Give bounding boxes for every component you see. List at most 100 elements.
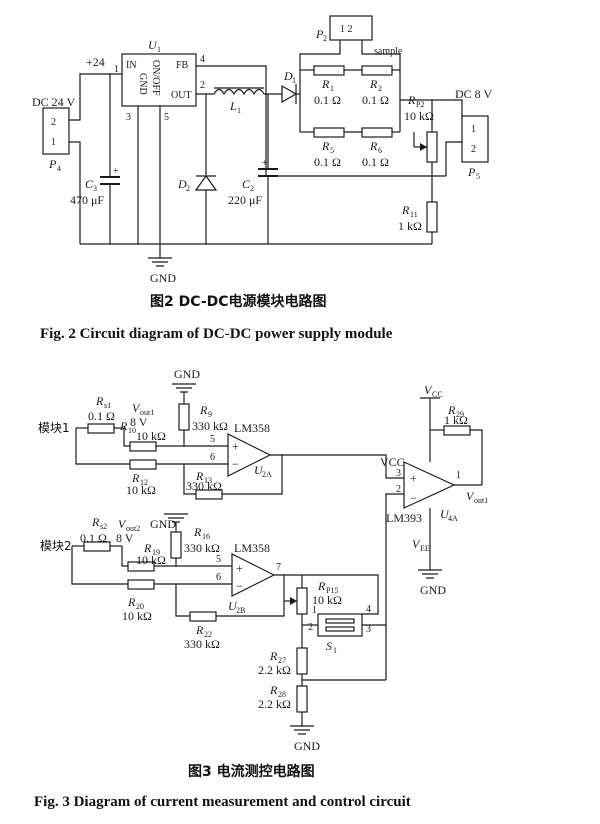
resistor-r29	[443, 425, 471, 436]
opamp-u2a	[227, 433, 272, 477]
resistor-r28	[296, 685, 308, 713]
s1-label: S	[326, 639, 332, 653]
vee-sub: EE	[420, 544, 430, 553]
rs1-label: R	[95, 394, 104, 408]
rs1-sub: s1	[104, 401, 111, 410]
r12-sub: 12	[140, 478, 148, 487]
sample-label: sample	[374, 46, 403, 57]
r22-label: R	[195, 623, 204, 637]
gnd-mid-label: GND	[150, 517, 176, 531]
lm358a-label: LM358	[234, 421, 270, 435]
rs2-value: 0.1 Ω	[80, 531, 107, 545]
gnd-bot-label: GND	[294, 739, 320, 753]
r10-sub: 10	[128, 426, 136, 435]
u2b-pin5: 5	[216, 554, 221, 565]
wire-cmp-in2	[385, 493, 404, 680]
wire-p2-2	[361, 40, 401, 70]
gnd-top-label: GND	[174, 367, 200, 381]
u2b-label: U	[228, 599, 238, 613]
l1-label: L	[229, 99, 237, 113]
p4-sub: 4	[57, 164, 61, 173]
wire-module1-low	[75, 428, 130, 465]
potentiometer-rp15	[296, 587, 308, 615]
vout2-value: 8 V	[116, 531, 134, 545]
u4a-plus: +	[410, 471, 417, 485]
vout1-label: V	[132, 401, 141, 415]
u1-onoff-label: ON/OFF	[150, 60, 161, 96]
wire-24v	[69, 73, 122, 121]
u1-gnd-label: GND	[137, 73, 148, 95]
u1-pin1: 1	[114, 64, 119, 75]
wire-to-r10	[123, 428, 130, 447]
u1-out-label: OUT	[171, 90, 192, 101]
u2a-plus: +	[232, 439, 239, 453]
p5-label: P	[467, 165, 476, 179]
r1-sub: 1	[330, 84, 334, 93]
dc8-label: DC 8 V	[455, 87, 492, 101]
u4a-minus: −	[410, 491, 417, 505]
dc24-label: DC 24 V	[32, 95, 75, 109]
p4-pin1-label: 1	[51, 137, 56, 148]
u4a-pin2: 2	[396, 484, 401, 495]
module2-label: 模块2	[40, 539, 72, 553]
wire-fb-feedback	[265, 92, 446, 177]
rp15-label: R	[317, 579, 326, 593]
u2a-label: U	[254, 463, 264, 477]
rs2-label: R	[91, 515, 100, 529]
r5-value: 0.1 Ω	[314, 155, 341, 169]
r11-sub: 11	[410, 210, 418, 219]
u1-pin4: 4	[200, 54, 205, 65]
resistor-r11	[426, 201, 438, 233]
rp2-wiper-arrow	[420, 143, 427, 151]
ground-symbol	[148, 257, 172, 267]
r29-sub: 29	[456, 410, 464, 419]
s1-pin3: 3	[366, 624, 371, 635]
gnd-cmp-symbol	[418, 569, 442, 579]
wire-r13-out	[222, 454, 283, 495]
r1-value: 0.1 Ω	[314, 93, 341, 107]
r28-value: 2.2 kΩ	[258, 697, 291, 711]
c3-plus: +	[113, 166, 119, 177]
lm393-label: LM393	[386, 511, 422, 525]
r1-label: R	[321, 77, 330, 91]
r5-label: R	[321, 139, 330, 153]
u1-pin5: 5	[164, 112, 169, 123]
fig2-caption-cn: 图2 DC-DC电源模块电路图	[150, 293, 327, 310]
c3-sub: 3	[93, 184, 97, 193]
lm358b-label: LM358	[234, 541, 270, 555]
vcc-top-label: V	[424, 383, 433, 397]
c2-sub: 2	[250, 184, 254, 193]
r5-sub: 5	[330, 146, 334, 155]
u2a-sub: 2A	[262, 470, 272, 479]
r13-sub: 13	[204, 476, 212, 485]
resistor-r1	[313, 65, 345, 76]
vout1-sub: out1	[140, 408, 154, 417]
u1-fb-label: FB	[176, 60, 189, 71]
r12-value: 10 kΩ	[126, 483, 156, 497]
opamp-u2b	[231, 553, 276, 597]
u2a-pin6: 6	[210, 452, 215, 463]
r6-value: 0.1 Ω	[362, 155, 389, 169]
r12-label: R	[131, 471, 140, 485]
r9-label: R	[199, 403, 208, 417]
d1-sub: 1	[292, 76, 296, 85]
wire-out-p5	[400, 99, 463, 120]
resistor-r27	[296, 647, 308, 675]
p4-connector	[42, 107, 70, 155]
r13-label: R	[195, 469, 204, 483]
s1-sub: 1	[333, 646, 337, 655]
rs2-sub: s2	[100, 522, 107, 531]
r22-value: 330 kΩ	[184, 637, 220, 651]
gnd-bot-symbol	[290, 725, 314, 735]
fig3-caption-cn: 图3 电流测控电路图	[188, 763, 315, 780]
resistor-r16	[170, 531, 182, 559]
r16-label: R	[193, 525, 202, 539]
u4a-pin3: 3	[396, 468, 401, 479]
p5-connector	[461, 115, 489, 163]
u2a-minus: −	[232, 457, 239, 471]
u1-in-label: IN	[126, 60, 137, 71]
r27-value: 2.2 kΩ	[258, 663, 291, 677]
v24-label: +24	[86, 55, 105, 69]
s1-pin1: 1	[312, 605, 317, 616]
